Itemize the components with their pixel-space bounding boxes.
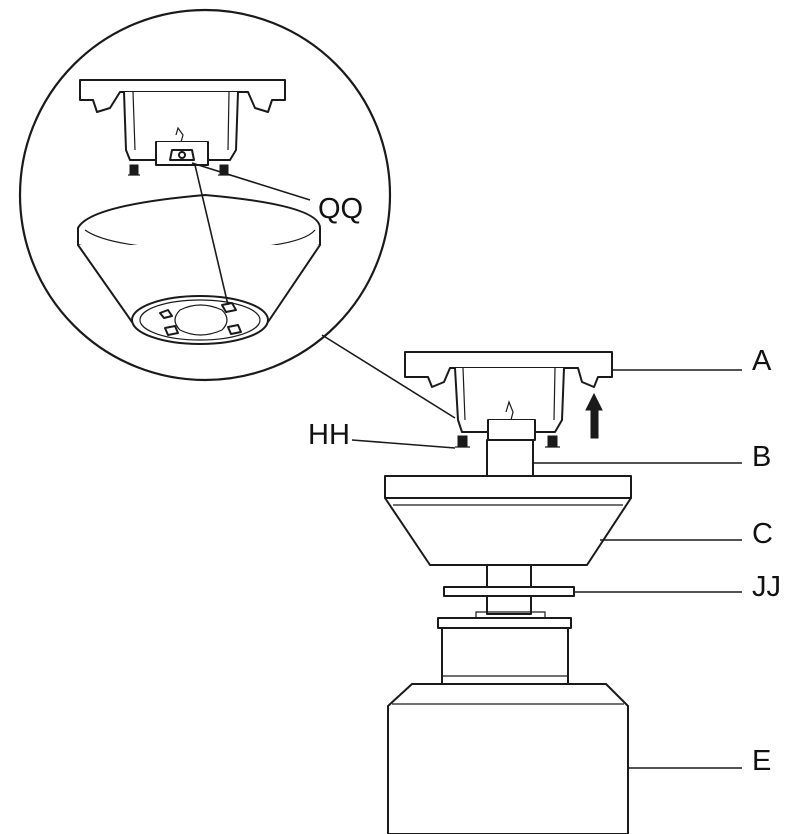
up-arrow-icon (585, 392, 603, 439)
mounting-bracket-a (404, 351, 613, 448)
inset-mounting-bracket (79, 79, 286, 176)
motor-coupler (437, 617, 572, 685)
label-jj: JJ (752, 571, 781, 603)
label-e: E (752, 745, 771, 777)
label-b: B (752, 441, 771, 473)
label-qq: QQ (318, 193, 363, 225)
leader-line-hh (351, 439, 456, 449)
qq-leader-line (191, 162, 311, 201)
label-c: C (752, 518, 773, 550)
qq-alignment-line (194, 164, 229, 306)
canopy-c (384, 475, 632, 566)
motor-housing-e (387, 683, 629, 834)
label-hh: HH (308, 419, 350, 451)
inset-canopy (77, 194, 321, 345)
collar-jj (443, 586, 575, 619)
downrod-b (486, 439, 534, 477)
detail-inset (18, 8, 392, 382)
label-a: A (752, 345, 772, 377)
lower-rod (486, 564, 532, 588)
inset-connector-line (321, 334, 456, 419)
